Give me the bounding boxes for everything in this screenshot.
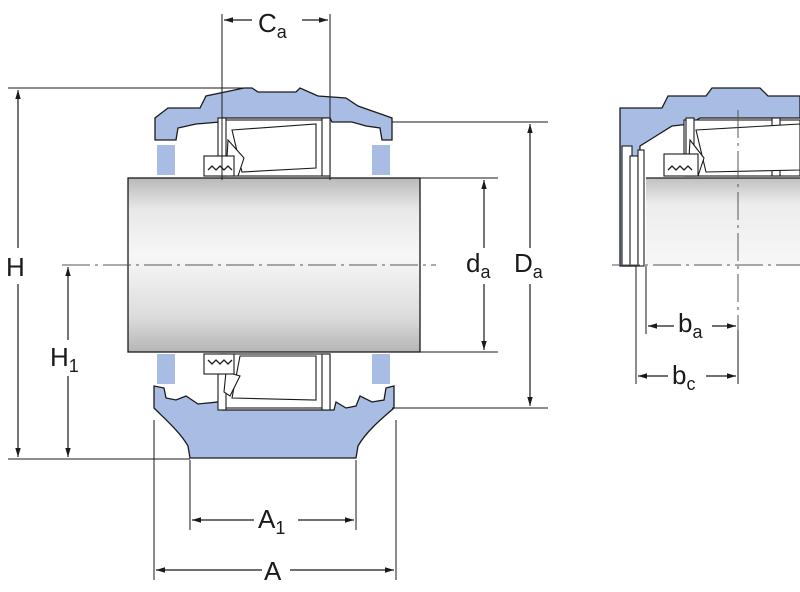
main-dimensions: Ca H H1 da Da A1 A — [4, 4, 554, 590]
label-ba: ba — [678, 308, 703, 342]
label-h1: H1 — [50, 342, 79, 376]
label-a1: A1 — [258, 504, 285, 538]
label-a: A — [264, 556, 282, 586]
label-da: da — [466, 248, 491, 282]
detail-shaft — [646, 178, 800, 266]
label-ca: Ca — [258, 8, 288, 42]
bearing-upper — [203, 117, 331, 177]
label-bc: bc — [672, 360, 695, 394]
main-section-view — [62, 87, 436, 459]
detail-housing — [619, 87, 800, 267]
side-detail-view — [612, 87, 800, 330]
seal-lower-right — [372, 354, 390, 384]
label-Da: Da — [514, 248, 544, 282]
bearing-lower — [203, 353, 331, 411]
seal-lower-left — [157, 354, 175, 384]
detail-dimensions: ba bc — [635, 266, 739, 394]
seal-upper-right — [372, 145, 390, 175]
seal-upper-left — [157, 145, 175, 175]
label-h: H — [6, 252, 25, 282]
